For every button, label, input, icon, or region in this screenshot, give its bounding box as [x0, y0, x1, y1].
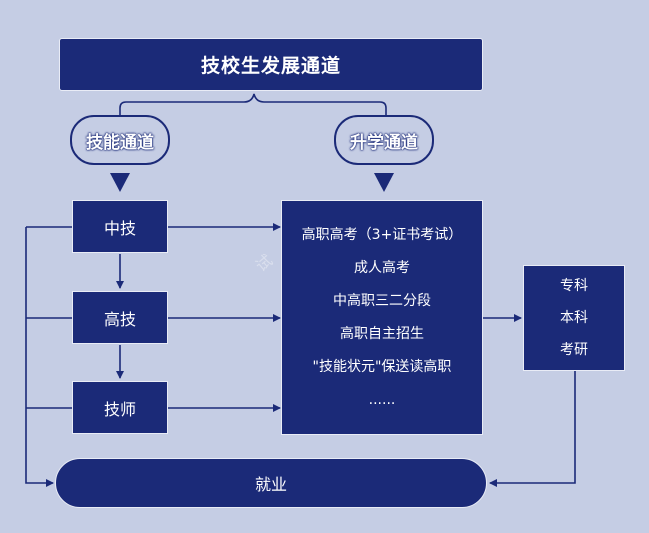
arrow-bus-to-employment: [25, 227, 54, 487]
title-text: 技校生发展通道: [200, 55, 341, 77]
level-label: 中技: [103, 218, 136, 238]
further-study-paths: 高职高考（3+证书考试） 成人高考 中高职三二分段 高职自主招生 "技能状元"保…: [281, 200, 483, 435]
level-gaoji: 高技: [72, 291, 168, 344]
employment-label: 就业: [254, 475, 287, 494]
level-label: 技师: [103, 399, 136, 419]
arrow-study-channel-down: [374, 173, 394, 192]
arrow-degree-to-employment: [489, 371, 576, 487]
path-item: "技能状元"保送读高职: [312, 358, 452, 375]
degree-box: 专科 本科 考研: [523, 265, 625, 371]
degree-item: 考研: [560, 342, 588, 358]
path-item: 高职高考（3+证书考试）: [301, 226, 463, 243]
level-label: 高技: [103, 309, 136, 329]
path-item: ......: [368, 391, 396, 408]
page-title: 技校生发展通道: [59, 38, 483, 91]
employment-box: 就业: [55, 458, 487, 508]
degree-item: 本科: [560, 310, 588, 326]
path-item: 中高职三二分段: [333, 292, 431, 309]
further-study-channel: 升学通道: [334, 115, 434, 165]
arrow-skill-channel-down: [110, 173, 130, 192]
level-jishi: 技师: [72, 381, 168, 434]
further-study-channel-label: 升学通道: [350, 132, 418, 153]
level-zhongji: 中技: [72, 200, 168, 253]
skill-channel-label: 技能通道: [86, 132, 154, 153]
path-item: 成人高考: [354, 259, 410, 276]
degree-item: 专科: [560, 278, 588, 294]
path-item: 高职自主招生: [340, 325, 424, 342]
skill-channel: 技能通道: [70, 115, 170, 165]
title-brace: [119, 93, 387, 115]
